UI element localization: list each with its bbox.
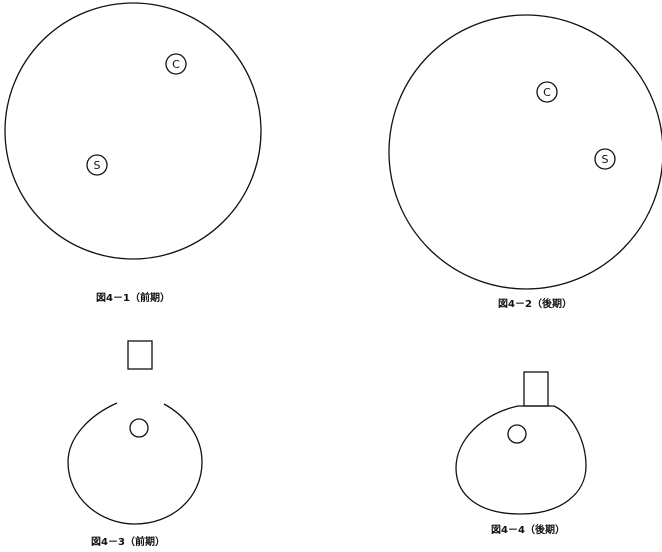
open-outline (68, 403, 202, 524)
figure-4-4: 図4－4（後期） (456, 372, 586, 536)
figure-4-1: C S 図4－1（前期） (5, 3, 261, 304)
marker-c-label: C (172, 58, 180, 71)
figure-caption: 図4－3（前期） (91, 535, 165, 548)
marker-c-label: C (543, 86, 551, 99)
figure-4-2: C S 図4－2（後期） (389, 15, 662, 310)
inner-circle (130, 419, 148, 437)
rectangle-block (128, 341, 152, 369)
figure-4-3: 図4－3（前期） (68, 341, 202, 548)
marker-s-label: S (94, 159, 101, 172)
figure-caption: 図4－2（後期） (498, 297, 572, 310)
closed-outline (456, 406, 586, 514)
outer-circle (5, 3, 261, 259)
inner-circle (508, 425, 526, 443)
figure-caption: 図4－4（後期） (491, 523, 565, 536)
rectangle-block (524, 372, 548, 406)
marker-s-label: S (602, 153, 609, 166)
outer-circle (389, 15, 662, 289)
figure-caption: 図4－1（前期） (96, 291, 170, 304)
